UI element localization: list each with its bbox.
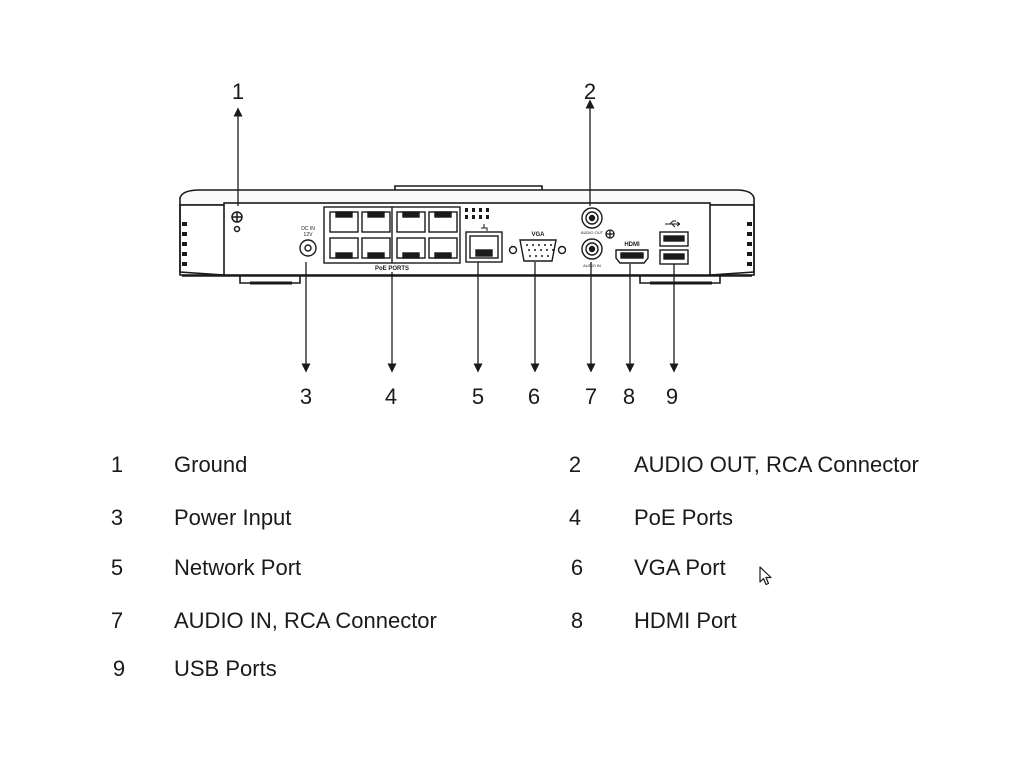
legend-label-ground: Ground [174, 452, 248, 477]
legend-number-5: 5 [110, 555, 124, 580]
audio-in-rca-connector [581, 238, 603, 260]
callout-number-8: 8 [623, 384, 635, 409]
legend-number-1: 1 [110, 452, 124, 477]
legend-number-3: 3 [110, 505, 124, 530]
callout-number-2: 2 [584, 79, 596, 104]
legend-number-4: 4 [568, 505, 582, 530]
poe-ports-panel-label: PoE PORTS [375, 266, 409, 272]
audio-in-panel-label: AUDIO IN [583, 263, 601, 268]
audio-out-rca-connector [581, 207, 603, 229]
port-indicator-marks [465, 208, 489, 219]
mouse-pointer-icon [759, 566, 772, 586]
legend-label-audio-out: AUDIO OUT, RCA Connector [634, 452, 919, 477]
hdmi-port [615, 249, 649, 264]
ground-screw-icon [231, 211, 243, 233]
callout-number-4: 4 [385, 384, 397, 409]
right-vents [747, 222, 752, 266]
callout-number-7: 7 [585, 384, 597, 409]
usb-ports [659, 231, 689, 265]
dc-in-label: DC IN [301, 226, 315, 232]
callout-number-9: 9 [666, 384, 678, 409]
audio-out-panel-label: AUDIO OUT [581, 230, 604, 235]
dc-in-volt-label: 12V [304, 232, 314, 238]
poe-port-row-bottom [329, 237, 458, 259]
legend-label-vga-port: VGA Port [634, 555, 726, 580]
usb-icon [665, 220, 681, 228]
callout-lines [233, 99, 679, 373]
vga-port [508, 239, 567, 262]
poe-ports-block [323, 206, 461, 264]
hdmi-panel-label: HDMI [624, 242, 640, 248]
legend-label-network-port: Network Port [174, 555, 302, 580]
callout-number-6: 6 [528, 384, 540, 409]
vga-panel-label: VGA [531, 232, 545, 238]
legend-number-2: 2 [568, 452, 582, 477]
callout-number-1: 1 [232, 79, 244, 104]
legend-label-hdmi-port: HDMI Port [634, 608, 737, 633]
poe-port-row-top [329, 211, 458, 233]
legend-number-9: 9 [112, 656, 126, 681]
legend-label-usb-ports: USB Ports [174, 656, 277, 681]
power-input-jack [299, 239, 317, 257]
legend-number-7: 7 [110, 608, 124, 633]
legend-number-8: 8 [570, 608, 584, 633]
network-port [465, 224, 503, 263]
legend-label-power-input: Power Input [174, 505, 292, 530]
legend-label-audio-in: AUDIO IN, RCA Connector [174, 608, 437, 633]
legend-number-6: 6 [570, 555, 584, 580]
audio-ground-icon [605, 229, 615, 239]
callout-number-5: 5 [472, 384, 484, 409]
legend-label-poe-ports: PoE Ports [634, 505, 734, 530]
callout-number-3: 3 [300, 384, 312, 409]
left-vents [182, 222, 187, 266]
